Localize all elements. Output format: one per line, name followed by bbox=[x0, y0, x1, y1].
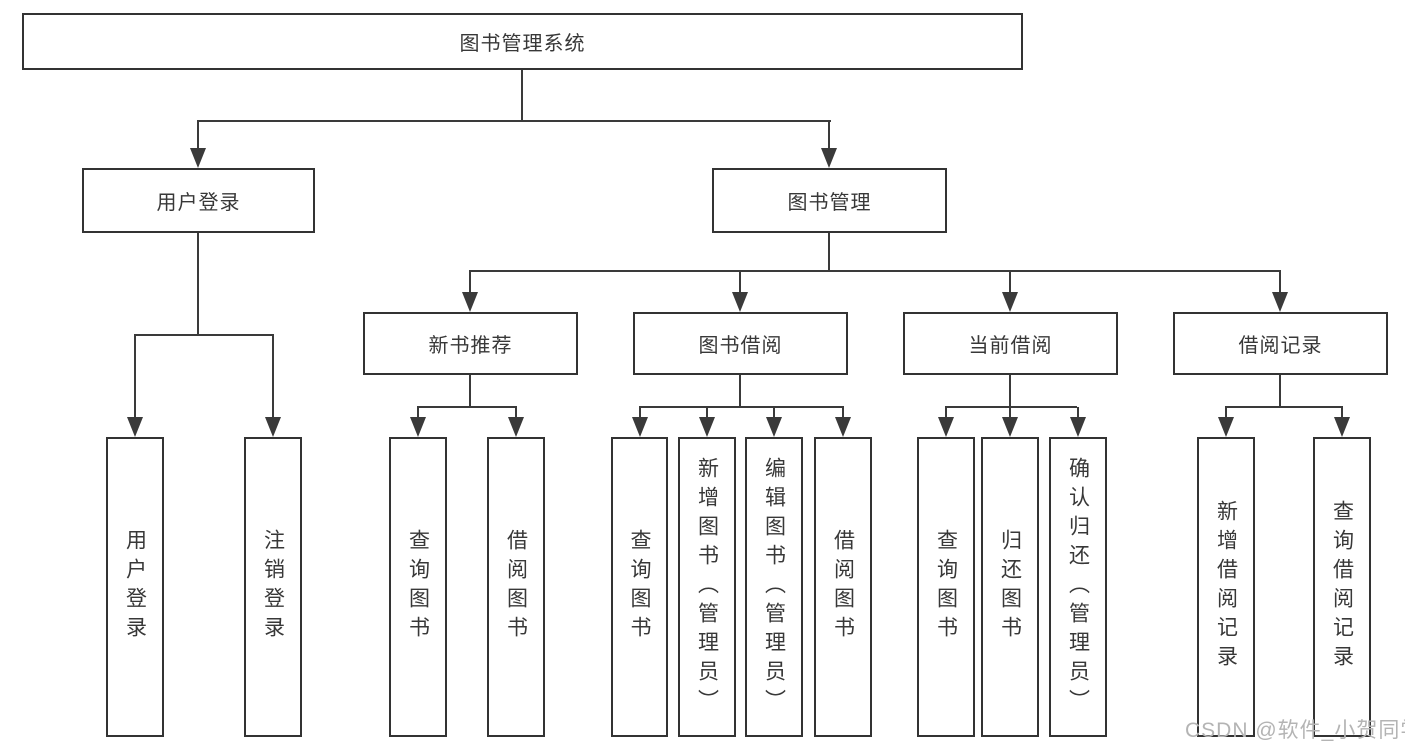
connector-line bbox=[1279, 271, 1281, 293]
arrow-down-icon bbox=[127, 417, 143, 437]
node-label: 归还图书 bbox=[998, 529, 1022, 645]
connector-line bbox=[134, 335, 136, 419]
node-label: 图书借阅 bbox=[698, 335, 783, 357]
leaf-user-login: 用户登录 bbox=[106, 437, 164, 737]
node-label: 新增借阅记录 bbox=[1214, 500, 1238, 674]
arrow-down-icon bbox=[699, 417, 715, 437]
node-label: 新增图书（管理员） bbox=[695, 456, 719, 718]
arrow-down-icon bbox=[1272, 292, 1288, 312]
node-root: 图书管理系统 bbox=[22, 13, 1023, 70]
arrow-down-icon bbox=[410, 417, 426, 437]
node-label: 注销登录 bbox=[261, 529, 285, 645]
connector-line bbox=[515, 407, 517, 419]
node-current-borrowing: 当前借阅 bbox=[903, 312, 1118, 375]
node-label: 编辑图书（管理员） bbox=[762, 456, 786, 718]
leaf-query-books-recommend: 查询图书 bbox=[389, 437, 447, 737]
arrow-down-icon bbox=[508, 417, 524, 437]
arrow-down-icon bbox=[1002, 417, 1018, 437]
node-root-label: 图书管理系统 bbox=[459, 33, 586, 55]
node-label: 当前借阅 bbox=[968, 335, 1053, 357]
leaf-borrow-books-recommend: 借阅图书 bbox=[487, 437, 545, 737]
node-label: 查询图书 bbox=[934, 529, 958, 645]
connector-line bbox=[1077, 407, 1079, 419]
connector-line bbox=[706, 407, 708, 419]
connector-line bbox=[773, 407, 775, 419]
connector-line bbox=[417, 407, 419, 419]
arrow-down-icon bbox=[766, 417, 782, 437]
node-book-borrowing: 图书借阅 bbox=[633, 312, 848, 375]
arrow-down-icon bbox=[938, 417, 954, 437]
arrow-down-icon bbox=[190, 148, 206, 168]
connector-line bbox=[828, 121, 830, 150]
leaf-logout-login: 注销登录 bbox=[244, 437, 302, 737]
connector-line bbox=[197, 233, 199, 335]
connector-line bbox=[1225, 407, 1227, 419]
leaf-return-books: 归还图书 bbox=[981, 437, 1039, 737]
watermark: CSDN @软件_小贺同学 bbox=[1185, 719, 1405, 742]
connector-line bbox=[739, 375, 741, 407]
connector-line bbox=[1009, 271, 1011, 293]
node-user-login: 用户登录 bbox=[82, 168, 315, 233]
node-label: 新书推荐 bbox=[428, 335, 513, 357]
connector-line bbox=[469, 375, 471, 407]
leaf-borrow-books-borrowing: 借阅图书 bbox=[814, 437, 872, 737]
connector-line bbox=[1279, 375, 1281, 407]
connector-line bbox=[469, 271, 471, 293]
connector-line bbox=[272, 335, 274, 419]
leaf-edit-books-admin: 编辑图书（管理员） bbox=[745, 437, 803, 737]
arrow-down-icon bbox=[632, 417, 648, 437]
connector-line bbox=[197, 121, 199, 150]
arrow-down-icon bbox=[821, 148, 837, 168]
connector-line bbox=[197, 120, 831, 122]
arrow-down-icon bbox=[835, 417, 851, 437]
node-label: 借阅图书 bbox=[504, 529, 528, 645]
connector-line bbox=[1225, 406, 1343, 408]
node-book-management: 图书管理 bbox=[712, 168, 947, 233]
leaf-query-books-current: 查询图书 bbox=[917, 437, 975, 737]
arrow-down-icon bbox=[1002, 292, 1018, 312]
leaf-query-books-borrowing: 查询图书 bbox=[611, 437, 668, 737]
connector-line bbox=[945, 407, 947, 419]
node-label: 用户登录 bbox=[156, 192, 241, 214]
node-label: 借阅图书 bbox=[831, 529, 855, 645]
connector-line bbox=[417, 406, 517, 408]
connector-line bbox=[739, 271, 741, 293]
connector-line bbox=[639, 406, 844, 408]
node-label: 确认归还（管理员） bbox=[1066, 456, 1090, 718]
arrow-down-icon bbox=[1218, 417, 1234, 437]
leaf-query-borrow-record: 查询借阅记录 bbox=[1313, 437, 1371, 737]
connector-line bbox=[1009, 375, 1011, 407]
connector-line bbox=[469, 270, 1281, 272]
arrow-down-icon bbox=[265, 417, 281, 437]
connector-line bbox=[639, 407, 641, 419]
connector-line bbox=[842, 407, 844, 419]
leaf-add-borrow-record: 新增借阅记录 bbox=[1197, 437, 1255, 737]
connector-line bbox=[521, 70, 523, 121]
arrow-down-icon bbox=[1070, 417, 1086, 437]
node-label: 图书管理 bbox=[787, 192, 872, 214]
node-label: 查询图书 bbox=[406, 529, 430, 645]
node-label: 查询借阅记录 bbox=[1330, 500, 1354, 674]
connector-line bbox=[134, 334, 274, 336]
node-label: 用户登录 bbox=[123, 529, 147, 645]
connector-line bbox=[1009, 407, 1011, 419]
arrow-down-icon bbox=[462, 292, 478, 312]
node-borrow-records: 借阅记录 bbox=[1173, 312, 1388, 375]
leaf-confirm-return-admin: 确认归还（管理员） bbox=[1049, 437, 1107, 737]
connector-line bbox=[945, 406, 1077, 408]
arrow-down-icon bbox=[1334, 417, 1350, 437]
leaf-add-books-admin: 新增图书（管理员） bbox=[678, 437, 736, 737]
node-label: 借阅记录 bbox=[1238, 335, 1323, 357]
connector-line bbox=[1341, 407, 1343, 419]
node-new-book-recommend: 新书推荐 bbox=[363, 312, 578, 375]
connector-line bbox=[828, 233, 830, 271]
node-label: 查询图书 bbox=[628, 529, 651, 645]
arrow-down-icon bbox=[732, 292, 748, 312]
